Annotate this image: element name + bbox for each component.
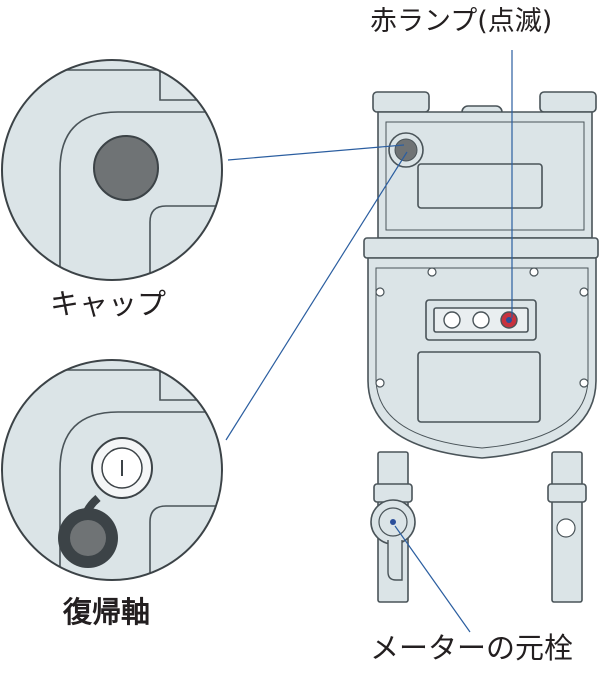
meter-body xyxy=(363,91,599,603)
cap-icon xyxy=(93,135,159,201)
reset-shaft-magnifier xyxy=(1,359,223,581)
lamp-1 xyxy=(443,311,461,329)
reset-shaft-label: 復帰軸 xyxy=(63,595,151,629)
cap-leader xyxy=(227,144,405,161)
mount-screws xyxy=(375,267,589,538)
cap-on-meter xyxy=(388,132,424,168)
meter-valve xyxy=(370,499,416,581)
red-lamp-label: 赤ランプ(点滅) xyxy=(370,6,553,37)
indicator-lamps xyxy=(443,311,518,329)
valve-leader xyxy=(394,525,471,633)
cap-magnifier xyxy=(1,59,223,281)
meter-valve-label: メーターの元栓 xyxy=(370,631,574,665)
cap-label: キャップ xyxy=(50,287,167,321)
leader-lines xyxy=(225,50,513,633)
reset-shaft-leader xyxy=(225,151,408,441)
lamp-2 xyxy=(472,311,490,329)
